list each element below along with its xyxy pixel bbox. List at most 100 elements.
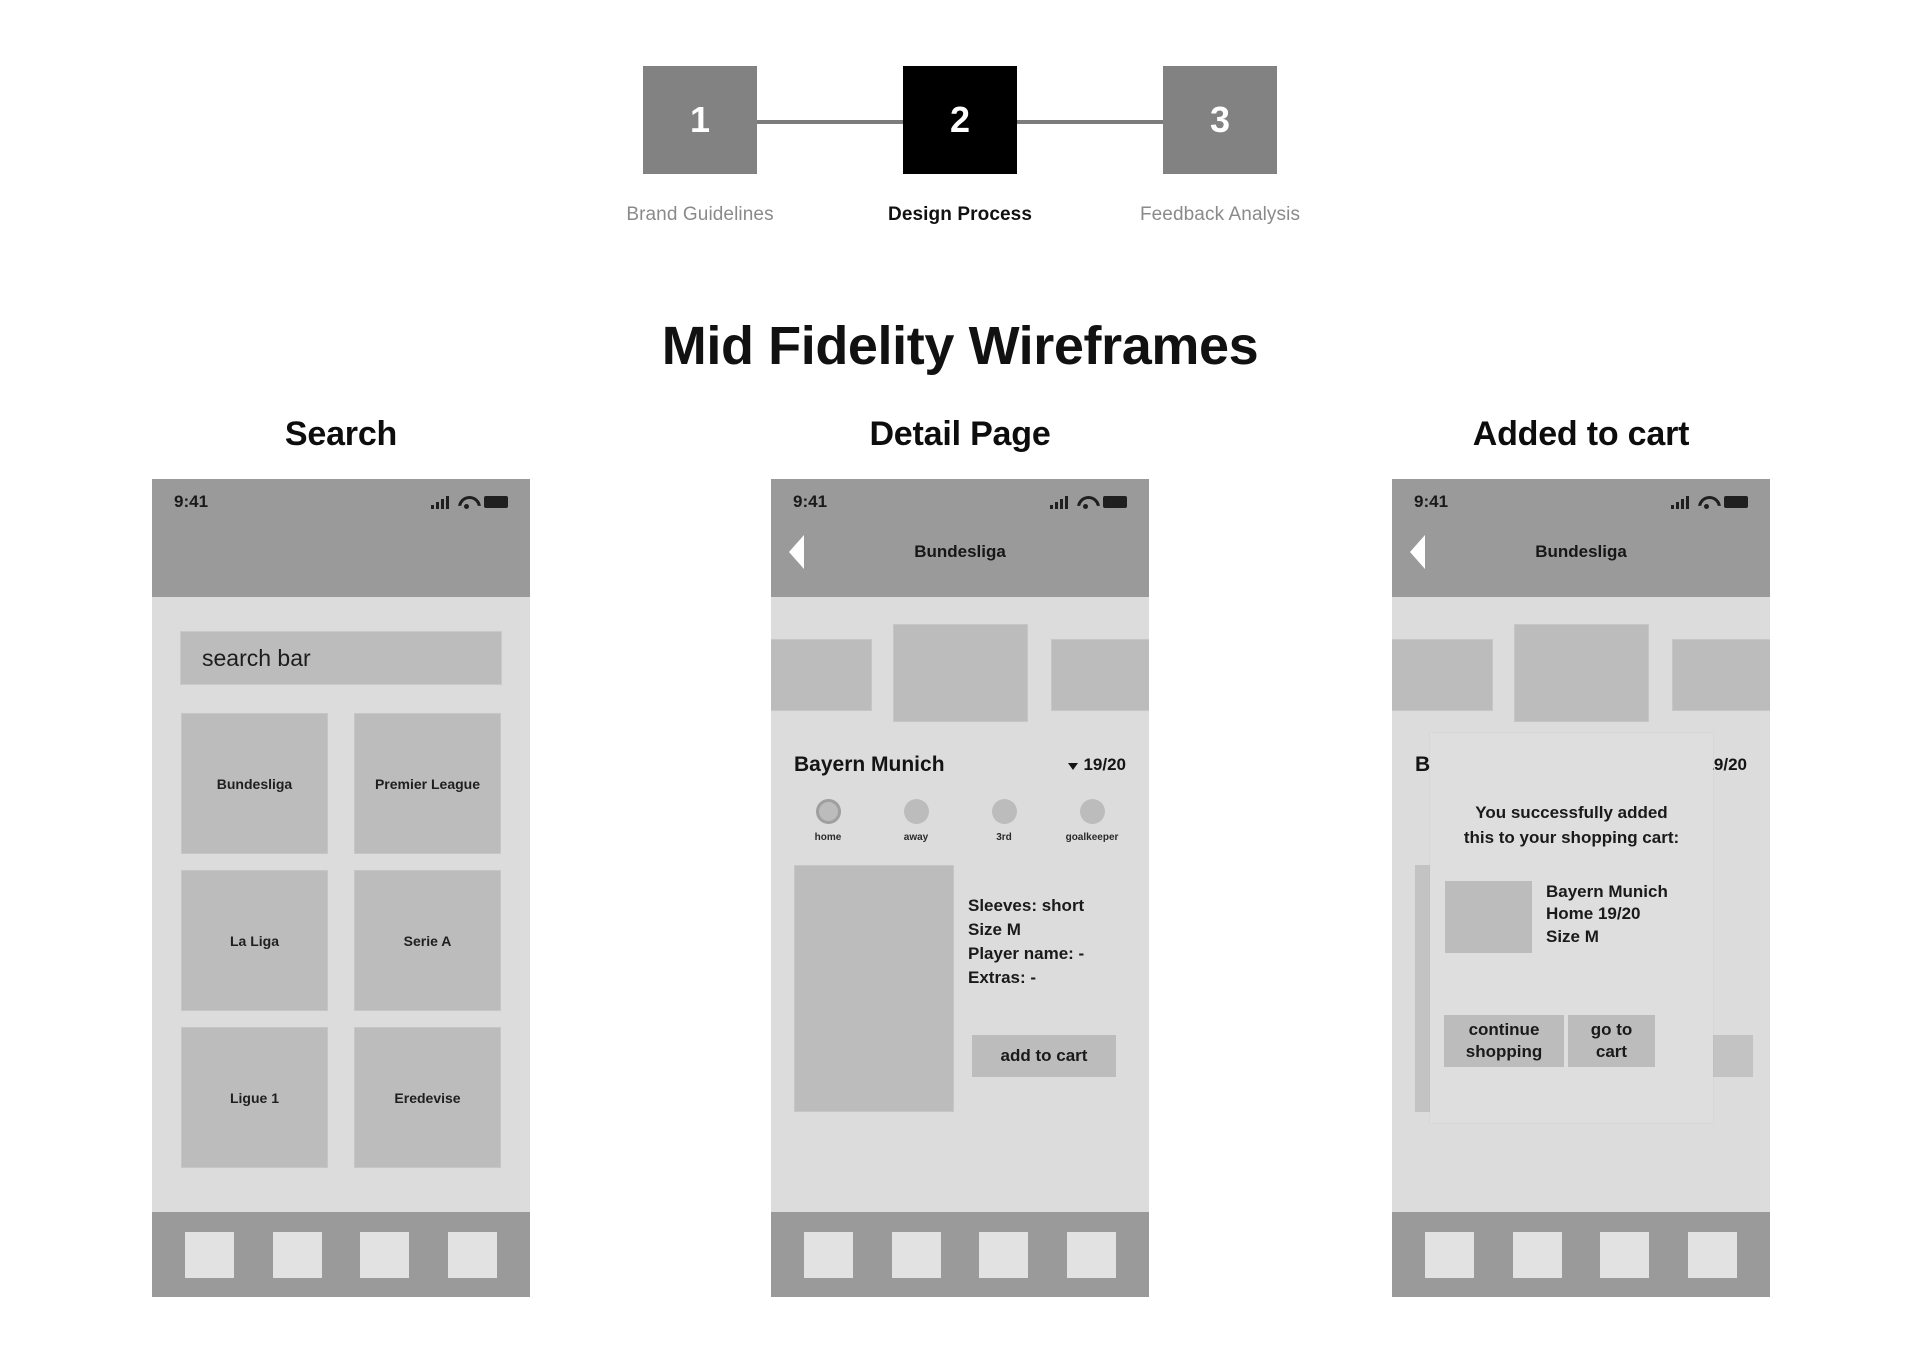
- nav-title: Bundesliga: [914, 541, 1006, 561]
- carousel-card-active[interactable]: [893, 624, 1028, 722]
- status-bar: 9:41: [152, 479, 530, 525]
- status-icons: [431, 495, 508, 509]
- wireframe-title-search: Search: [284, 415, 398, 453]
- stepper-label-1: Brand Guidelines: [626, 204, 774, 225]
- league-tile-premier-league[interactable]: Premier League: [354, 713, 501, 854]
- signal-icon: [1050, 495, 1068, 509]
- nav-bar: Bundesliga: [771, 525, 1149, 578]
- search-content: search bar Bundesliga Premier League La …: [152, 597, 530, 1212]
- stepper-box-1[interactable]: 1: [643, 66, 757, 174]
- modal-item-description: Bayern Munich Home 19/20 Size M: [1546, 881, 1668, 953]
- phone-frame-search: 9:41 search bar Bundesliga Premier Leagu…: [152, 479, 530, 1297]
- kit-label-3rd: 3rd: [996, 832, 1012, 843]
- battery-icon: [484, 496, 508, 508]
- product-specs: Sleeves: short Size M Player name: - Ext…: [968, 894, 1084, 991]
- tab-item-4[interactable]: [1687, 1231, 1737, 1278]
- status-time: 9:41: [174, 492, 209, 511]
- bottom-tab-bar: [771, 1212, 1149, 1297]
- product-image: [794, 865, 954, 1112]
- status-icons: [1050, 495, 1127, 509]
- modal-item-kit: Home 19/20: [1546, 904, 1641, 924]
- progress-stepper: 1 Brand Guidelines 2 Design Process 3 Fe…: [0, 66, 1920, 226]
- header-spacer: [1392, 578, 1770, 597]
- modal-item-thumbnail: [1445, 881, 1532, 953]
- signal-icon: [431, 495, 449, 509]
- carousel-card-next[interactable]: [1051, 639, 1149, 711]
- go-to-cart-line2: cart: [1595, 1042, 1628, 1061]
- tab-item-4[interactable]: [447, 1231, 497, 1278]
- nav-title: Bundesliga: [1535, 541, 1627, 561]
- league-tile-la-liga[interactable]: La Liga: [181, 870, 328, 1011]
- league-tile-ligue-1[interactable]: Ligue 1: [181, 1027, 328, 1168]
- kit-option-goalkeeper[interactable]: goalkeeper: [1061, 799, 1123, 843]
- carousel-card-prev[interactable]: [771, 639, 872, 711]
- tab-item-1[interactable]: [185, 1231, 235, 1278]
- modal-item-team: Bayern Munich: [1546, 882, 1668, 901]
- stepper-step-2[interactable]: 2 Design Process: [830, 66, 1163, 226]
- season-selector[interactable]: 19/20: [1068, 755, 1126, 775]
- stepper-box-3[interactable]: 3: [1163, 66, 1277, 174]
- tab-item-3[interactable]: [979, 1231, 1029, 1278]
- wireframe-detail: Detail Page 9:41 Bundesliga: [771, 415, 1149, 1297]
- tab-item-2[interactable]: [891, 1231, 941, 1278]
- stepper-box-2[interactable]: 2: [903, 66, 1017, 174]
- nav-bar: Bundesliga: [1392, 525, 1770, 578]
- back-arrow-icon[interactable]: [1410, 534, 1425, 569]
- tab-item-3[interactable]: [1600, 1231, 1650, 1278]
- kit-option-home[interactable]: home: [797, 799, 859, 843]
- stepper-step-1[interactable]: 1 Brand Guidelines: [570, 66, 903, 226]
- header-spacer: [771, 578, 1149, 597]
- spec-extras: Extras: -: [968, 968, 1037, 988]
- tab-item-1[interactable]: [1425, 1231, 1475, 1278]
- phone-frame-detail: 9:41 Bundesliga Bayern: [771, 479, 1149, 1297]
- league-tile-bundesliga[interactable]: Bundesliga: [181, 713, 328, 854]
- carousel-card-next[interactable]: [1672, 639, 1770, 711]
- kit-dot-goalkeeper: [1079, 799, 1105, 824]
- tab-item-2[interactable]: [272, 1231, 322, 1278]
- add-to-cart-button[interactable]: add to cart: [972, 1035, 1116, 1077]
- kit-option-3rd[interactable]: 3rd: [973, 799, 1035, 843]
- bottom-tab-bar: [152, 1212, 530, 1297]
- go-to-cart-button[interactable]: go to cart: [1568, 1015, 1655, 1067]
- kit-dot-3rd: [991, 799, 1017, 824]
- league-tile-serie-a[interactable]: Serie A: [354, 870, 501, 1011]
- stepper-connector-1: [757, 120, 903, 124]
- wifi-icon: [1698, 496, 1715, 509]
- kit-dot-away: [903, 799, 929, 824]
- modal-item-size: Size M: [1546, 926, 1599, 946]
- stepper-step-3[interactable]: 3 Feedback Analysis: [1090, 66, 1350, 226]
- modal-message-line1: You successfully added: [1475, 803, 1668, 822]
- kit-option-away[interactable]: away: [885, 799, 947, 843]
- spec-sleeves: Sleeves: short: [968, 896, 1085, 915]
- tab-item-3[interactable]: [360, 1231, 410, 1278]
- phone-frame-added: 9:41 Bundesliga Bayern: [1392, 479, 1770, 1297]
- search-input[interactable]: search bar: [180, 631, 502, 685]
- back-arrow-icon[interactable]: [789, 534, 804, 569]
- image-carousel[interactable]: [771, 624, 1149, 722]
- continue-shopping-button[interactable]: continue shopping: [1444, 1015, 1564, 1067]
- wireframe-search: Search 9:41 search bar Bundesliga Premie…: [152, 415, 530, 1297]
- tab-item-4[interactable]: [1066, 1231, 1116, 1278]
- added-to-cart-modal: You successfully added this to your shop…: [1430, 733, 1713, 1123]
- image-carousel[interactable]: [1392, 624, 1770, 722]
- battery-icon: [1724, 496, 1748, 508]
- kit-label-goalkeeper: goalkeeper: [1065, 832, 1119, 843]
- tab-item-2[interactable]: [1512, 1231, 1562, 1278]
- wireframe-title-added: Added to cart: [1472, 415, 1690, 453]
- tab-item-1[interactable]: [804, 1231, 854, 1278]
- go-to-cart-line1: go to: [1590, 1020, 1633, 1040]
- status-icons: [1671, 495, 1748, 509]
- status-time: 9:41: [793, 492, 828, 511]
- detail-content: Bayern Munich 19/20 home away: [771, 597, 1149, 1212]
- league-grid: Bundesliga Premier League La Liga Serie …: [181, 713, 501, 1168]
- header-spacer: [152, 525, 530, 597]
- league-tile-eredevise[interactable]: Eredevise: [354, 1027, 501, 1168]
- bottom-tab-bar: [1392, 1212, 1770, 1297]
- stepper-connector-2: [1017, 120, 1163, 124]
- carousel-card-prev[interactable]: [1392, 639, 1493, 711]
- wireframe-title-detail: Detail Page: [869, 415, 1051, 453]
- chevron-down-icon: [1068, 762, 1079, 770]
- kit-label-away: away: [903, 832, 929, 843]
- carousel-card-active[interactable]: [1514, 624, 1649, 722]
- battery-icon: [1103, 496, 1127, 508]
